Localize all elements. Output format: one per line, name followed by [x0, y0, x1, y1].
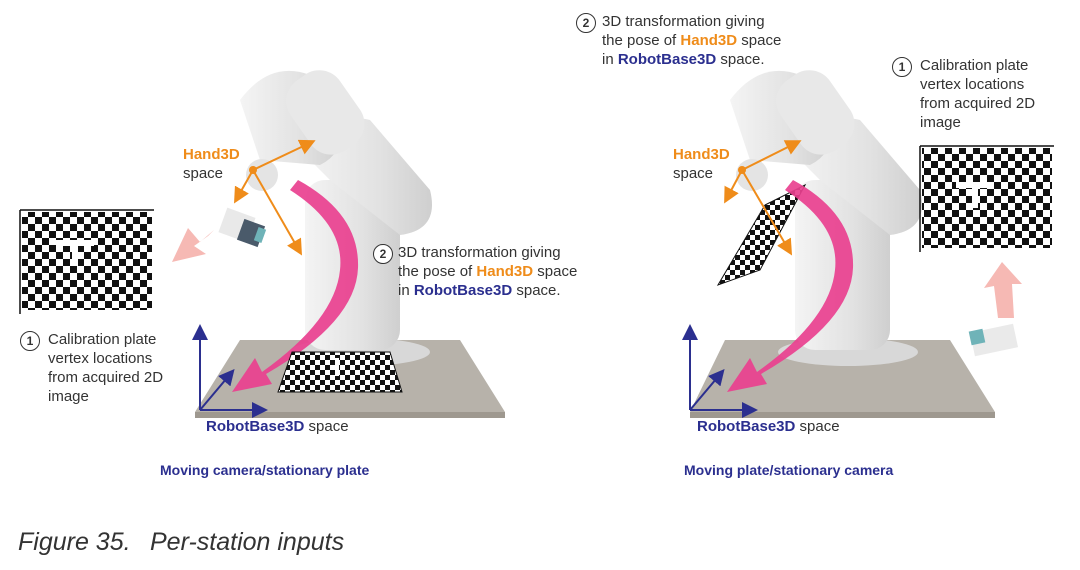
right-step2-line2-pre: the pose of — [602, 32, 681, 49]
left-step1-text: Calibration plate vertex locations from … — [48, 330, 208, 406]
left-step1-line2: vertex locations — [48, 350, 153, 367]
left-base-space: space — [304, 418, 349, 435]
right-hand-space: space — [673, 165, 714, 182]
right-transform-arrow — [727, 180, 854, 392]
right-step2-line3-post: space. — [716, 51, 765, 68]
figure-title: Per-station inputs — [150, 528, 345, 556]
right-hand-name: Hand3D — [673, 146, 730, 163]
left-step1-line1: Calibration plate — [48, 331, 157, 348]
right-held-plate — [716, 183, 807, 286]
right-panel — [682, 70, 1054, 418]
left-step2-base: RobotBase3D — [413, 282, 513, 299]
right-step2-line2-post: space — [737, 32, 782, 49]
right-panel-caption: Moving plate/stationary camera — [684, 462, 894, 478]
left-step2-hand: Hand3D — [476, 263, 534, 280]
right-floor — [690, 340, 995, 412]
left-step2-line3: in RobotBase3D space. — [398, 281, 658, 300]
right-step2-line3: in RobotBase3D space. — [602, 50, 862, 69]
left-step2-line2: the pose of Hand3D space — [398, 262, 658, 281]
left-step2-line2-pre: the pose of — [398, 263, 477, 280]
left-step2-line2-post: space — [533, 263, 578, 280]
right-step2-line1: 3D transformation giving — [602, 13, 765, 30]
left-step1-line3: from acquired 2D — [48, 369, 164, 386]
left-step2-line3-post: space. — [512, 282, 561, 299]
right-step2-line2: the pose of Hand3D space — [602, 31, 862, 50]
left-panel-caption: Moving camera/stationary plate — [160, 462, 370, 478]
left-step2-line3-pre: in — [398, 282, 414, 299]
left-hand-axes — [234, 139, 316, 256]
left-image-arrow — [172, 228, 214, 262]
right-step1-text: Calibration plate vertex locations from … — [920, 56, 1070, 132]
right-hand-label: Hand3D space — [673, 145, 730, 183]
right-hand-axes — [724, 140, 802, 256]
left-panel — [19, 70, 505, 418]
right-step1-line2: vertex locations — [920, 76, 1025, 93]
right-stationary-camera — [968, 323, 1019, 357]
right-base-space: space — [795, 418, 840, 435]
left-base-label: RobotBase3D space — [206, 417, 349, 436]
left-acquired-image — [19, 209, 154, 314]
figure-number: Figure 35. — [18, 528, 131, 556]
right-step2-base: RobotBase3D — [617, 51, 717, 68]
right-acquired-image — [919, 145, 1054, 252]
figure-caption: Figure 35. Per-station inputs — [18, 528, 344, 557]
right-step1-line4: image — [920, 114, 961, 131]
right-step1-line1: Calibration plate — [920, 57, 1029, 74]
right-image-arrow — [984, 262, 1022, 318]
left-base-axes — [192, 324, 268, 418]
left-step2-badge: 2 — [373, 244, 393, 264]
left-floor-plate — [277, 351, 403, 393]
left-step1-line4: image — [48, 388, 89, 405]
left-transform-arrow — [232, 180, 359, 392]
left-hand-label: Hand3D space — [183, 145, 240, 183]
left-step2-line1: 3D transformation giving — [398, 244, 561, 261]
left-base-name: RobotBase3D — [206, 418, 305, 435]
right-step2-badge: 2 — [576, 13, 596, 33]
right-step1-badge: 1 — [892, 57, 912, 77]
right-step2-hand: Hand3D — [680, 32, 738, 49]
left-hand-camera — [218, 207, 267, 248]
right-base-axes — [682, 324, 758, 418]
left-hand-name: Hand3D — [183, 146, 240, 163]
left-step1-badge: 1 — [20, 331, 40, 351]
right-step1-line3: from acquired 2D — [920, 95, 1036, 112]
right-base-name: RobotBase3D — [697, 418, 796, 435]
right-step2-line3-pre: in — [602, 51, 618, 68]
right-base-label: RobotBase3D space — [697, 417, 840, 436]
right-step2-text: 3D transformation giving the pose of Han… — [602, 12, 862, 69]
left-hand-space: space — [183, 165, 224, 182]
left-step2-text: 3D transformation giving the pose of Han… — [398, 243, 658, 300]
